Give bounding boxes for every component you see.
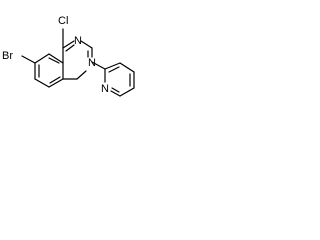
structure-drawing: Br Cl N N N (2, 15, 135, 97)
bond-py-n-c6 (110, 90, 121, 97)
bond-c8a-c8 (34, 53, 50, 64)
bond-py-c3-c2 (104, 62, 121, 70)
chlorine-label: Cl (58, 15, 68, 27)
bromine-label: Br (2, 50, 13, 62)
double-bond-c4-n3 (65, 44, 75, 52)
bond-c4-n3 (62, 40, 75, 49)
nitrogen-1-label: N (88, 57, 96, 69)
bond-c2-pyridyl (91, 61, 106, 70)
bond-c7-c6 (34, 78, 50, 88)
benzene-ring (34, 53, 64, 88)
bond-n3-c2 (80, 40, 93, 49)
double-bond-c6-c5 (49, 76, 61, 84)
pyridine-nitrogen-label: N (101, 83, 109, 95)
bond-c4a-c8a (48, 53, 64, 64)
bond-n1-c4a (76, 70, 87, 80)
double-bond-py-c3-c2 (108, 66, 120, 73)
molecule-structure: Br Cl N N N (0, 0, 151, 98)
pyridine-ring (104, 62, 135, 97)
double-bond-py-c6-n (111, 87, 120, 93)
pyrimidine-ring (62, 40, 93, 80)
bond-c6-c5 (48, 78, 64, 88)
double-bond-c4a-c8a (48, 57, 60, 64)
bond-py-c4-c3 (119, 62, 135, 73)
bond-c6-br (21, 55, 36, 64)
bond-py-c6-c5 (119, 87, 135, 97)
nitrogen-3-label: N (74, 35, 82, 47)
